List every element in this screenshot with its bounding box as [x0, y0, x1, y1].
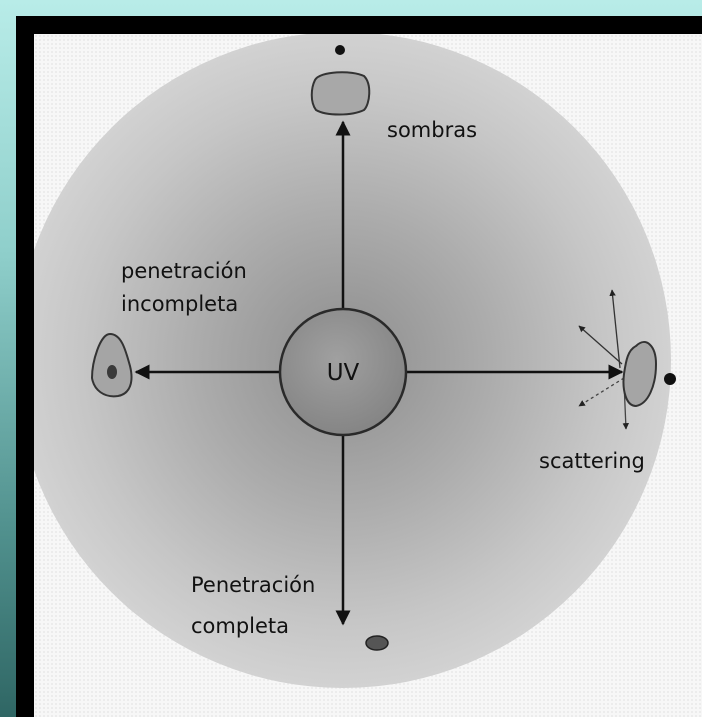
shadow-dot	[335, 45, 345, 55]
label-sombras: sombras	[387, 118, 477, 142]
scattering-dot	[664, 373, 676, 385]
uv-interaction-diagram: UV sombras penetración incompleta scatte…	[34, 34, 676, 688]
label-penetracion-completa-1: Penetración	[191, 573, 315, 597]
uv-label: UV	[327, 360, 360, 386]
diagram-panel: UV sombras penetración incompleta scatte…	[34, 34, 702, 717]
incomplete-penetration-core	[107, 365, 117, 379]
scattering-object	[622, 341, 658, 408]
complete-penetration-object	[365, 635, 389, 651]
shadow-object	[310, 71, 371, 116]
label-penetracion-incompleta-1: penetración	[121, 259, 247, 283]
uv-source-circle	[278, 307, 408, 437]
label-penetracion-completa-2: completa	[191, 614, 289, 638]
label-scattering: scattering	[539, 449, 645, 473]
label-penetracion-incompleta-2: incompleta	[121, 292, 238, 316]
